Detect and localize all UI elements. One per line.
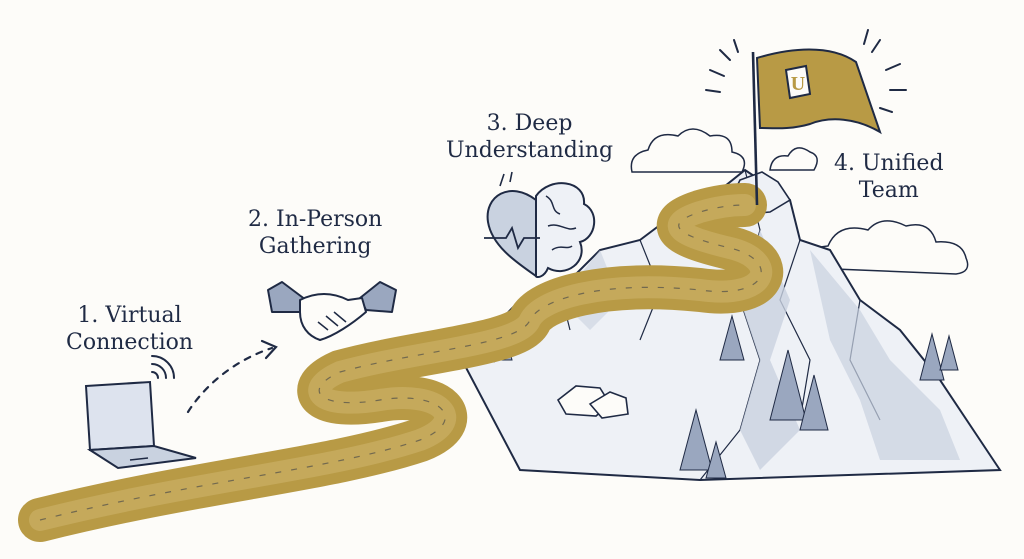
wifi-icon [151, 355, 175, 379]
flag-letter: U [791, 73, 805, 95]
cloud-right [808, 220, 969, 275]
step-3-label: 3. Deep Understanding [446, 111, 614, 163]
heart-brain-icon [484, 171, 595, 278]
handshake-icon [267, 281, 397, 341]
laptop-icon [84, 380, 197, 470]
flag-icon [751, 48, 882, 206]
step-4-label: 4. Unified Team [834, 151, 944, 203]
cloud-left [630, 128, 746, 173]
dashed-arrow [186, 339, 278, 414]
step-1-label: 1. Virtual Connection [66, 303, 194, 355]
step-2-label: 2. In-Person Gathering [248, 207, 383, 259]
winding-path [18, 183, 784, 542]
boulders [556, 385, 629, 419]
cloud-right-top [769, 147, 818, 171]
burst-lines [705, 29, 907, 113]
